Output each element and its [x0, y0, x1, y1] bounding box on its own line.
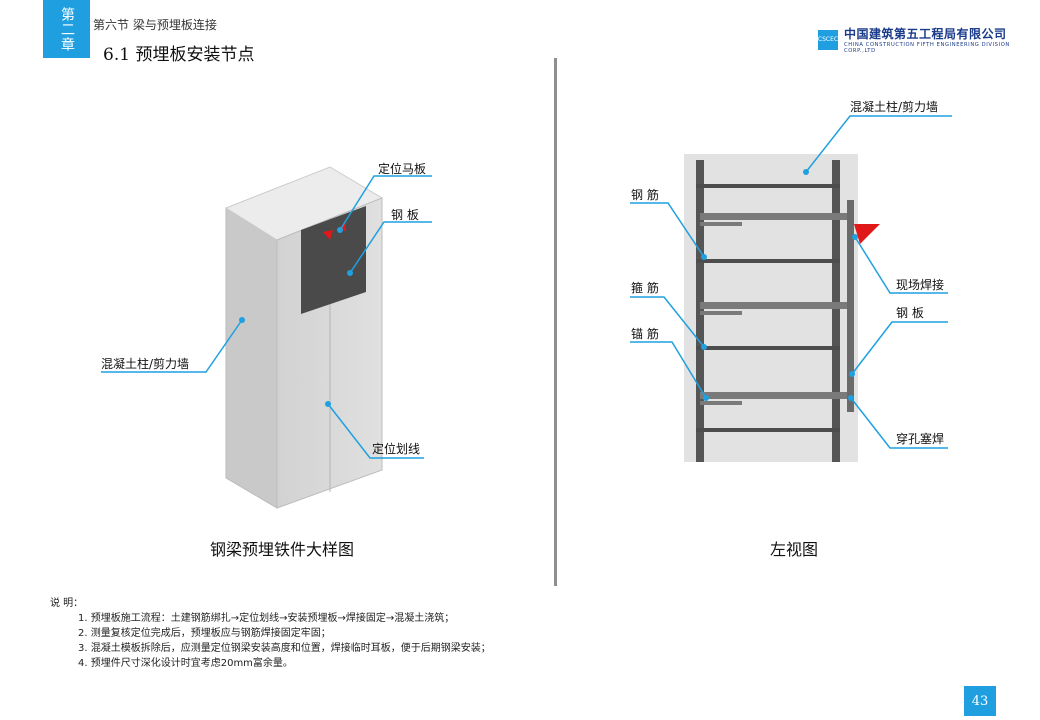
- notes-heading: 说 明：: [50, 598, 84, 609]
- label-stirrup: 箍 筋: [631, 281, 659, 295]
- label-positioning-line: 定位划线: [372, 442, 421, 456]
- label-anchor-bar: 锚 筋: [631, 327, 659, 341]
- chapter-tab-label: 第二章: [59, 6, 75, 52]
- logo-name-cn: 中国建筑第五工程局有限公司: [844, 27, 1007, 41]
- label-positioning-plate: 定位马板: [378, 162, 427, 176]
- field-weld-marker: [854, 224, 880, 244]
- right-leader-dots: [701, 169, 858, 401]
- anchor-bars: [700, 213, 848, 405]
- note-item: 1. 预埋板施工流程：土建钢筋绑扎→定位划线→安装预埋板→焊接固定→混凝土浇筑；: [78, 613, 455, 624]
- label-steel-plate: 钢 板: [391, 208, 419, 222]
- stirrups: [696, 184, 840, 432]
- section-title: 第六节 梁与预埋板连接: [93, 18, 217, 32]
- label-plug-weld: 穿孔塞焊: [896, 432, 945, 446]
- company-logo: CSCEC 中国建筑第五工程局有限公司 CHINA CONSTRUCTION F…: [818, 25, 1040, 54]
- side-steel-plate: [847, 200, 854, 412]
- logo-name-en: CHINA CONSTRUCTION FIFTH ENGINEERING DIV…: [844, 42, 1010, 54]
- note-item: 4. 预埋件尺寸深化设计时宜考虑20mm富余量。: [78, 658, 293, 669]
- positioning-plate-marker: [323, 230, 333, 240]
- left-figure-caption: 钢梁预埋铁件大样图: [210, 540, 355, 559]
- logo-mark-icon: CSCEC: [818, 29, 838, 50]
- label-concrete-column: 混凝土柱/剪力墙: [101, 357, 190, 371]
- page-title: 6.1 预埋板安装节点: [103, 45, 255, 65]
- left-leader-dots: [239, 227, 353, 407]
- label-right-concrete-column: 混凝土柱/剪力墙: [850, 100, 939, 114]
- note-item: 3. 混凝土模板拆除后，应测量定位钢梁安装高度和位置，焊接临时耳板，便于后期钢梁…: [78, 643, 491, 654]
- positioning-plate-marker: [340, 222, 346, 232]
- right-leader-lines: [630, 115, 952, 449]
- center-divider: [554, 58, 557, 586]
- embedded-steel-plate: [301, 206, 366, 314]
- chapter-tab: 第二章: [43, 0, 90, 58]
- right-figure-caption: 左视图: [770, 540, 819, 559]
- page-number: 43: [964, 686, 996, 716]
- label-rebar: 钢 筋: [631, 188, 659, 202]
- left-leader-lines: [101, 175, 432, 459]
- notes-block: 说 明： 1. 预埋板施工流程：土建钢筋绑扎→定位划线→安装预埋板→焊接固定→混…: [50, 596, 491, 671]
- label-right-steel-plate: 钢 板: [896, 306, 924, 320]
- logo-text: 中国建筑第五工程局有限公司 CHINA CONSTRUCTION FIFTH E…: [844, 25, 1040, 54]
- note-item: 2. 测量复核定位完成后，预埋板应与钢筋焊接固定牢固；: [78, 628, 331, 639]
- label-field-weld: 现场焊接: [896, 278, 945, 292]
